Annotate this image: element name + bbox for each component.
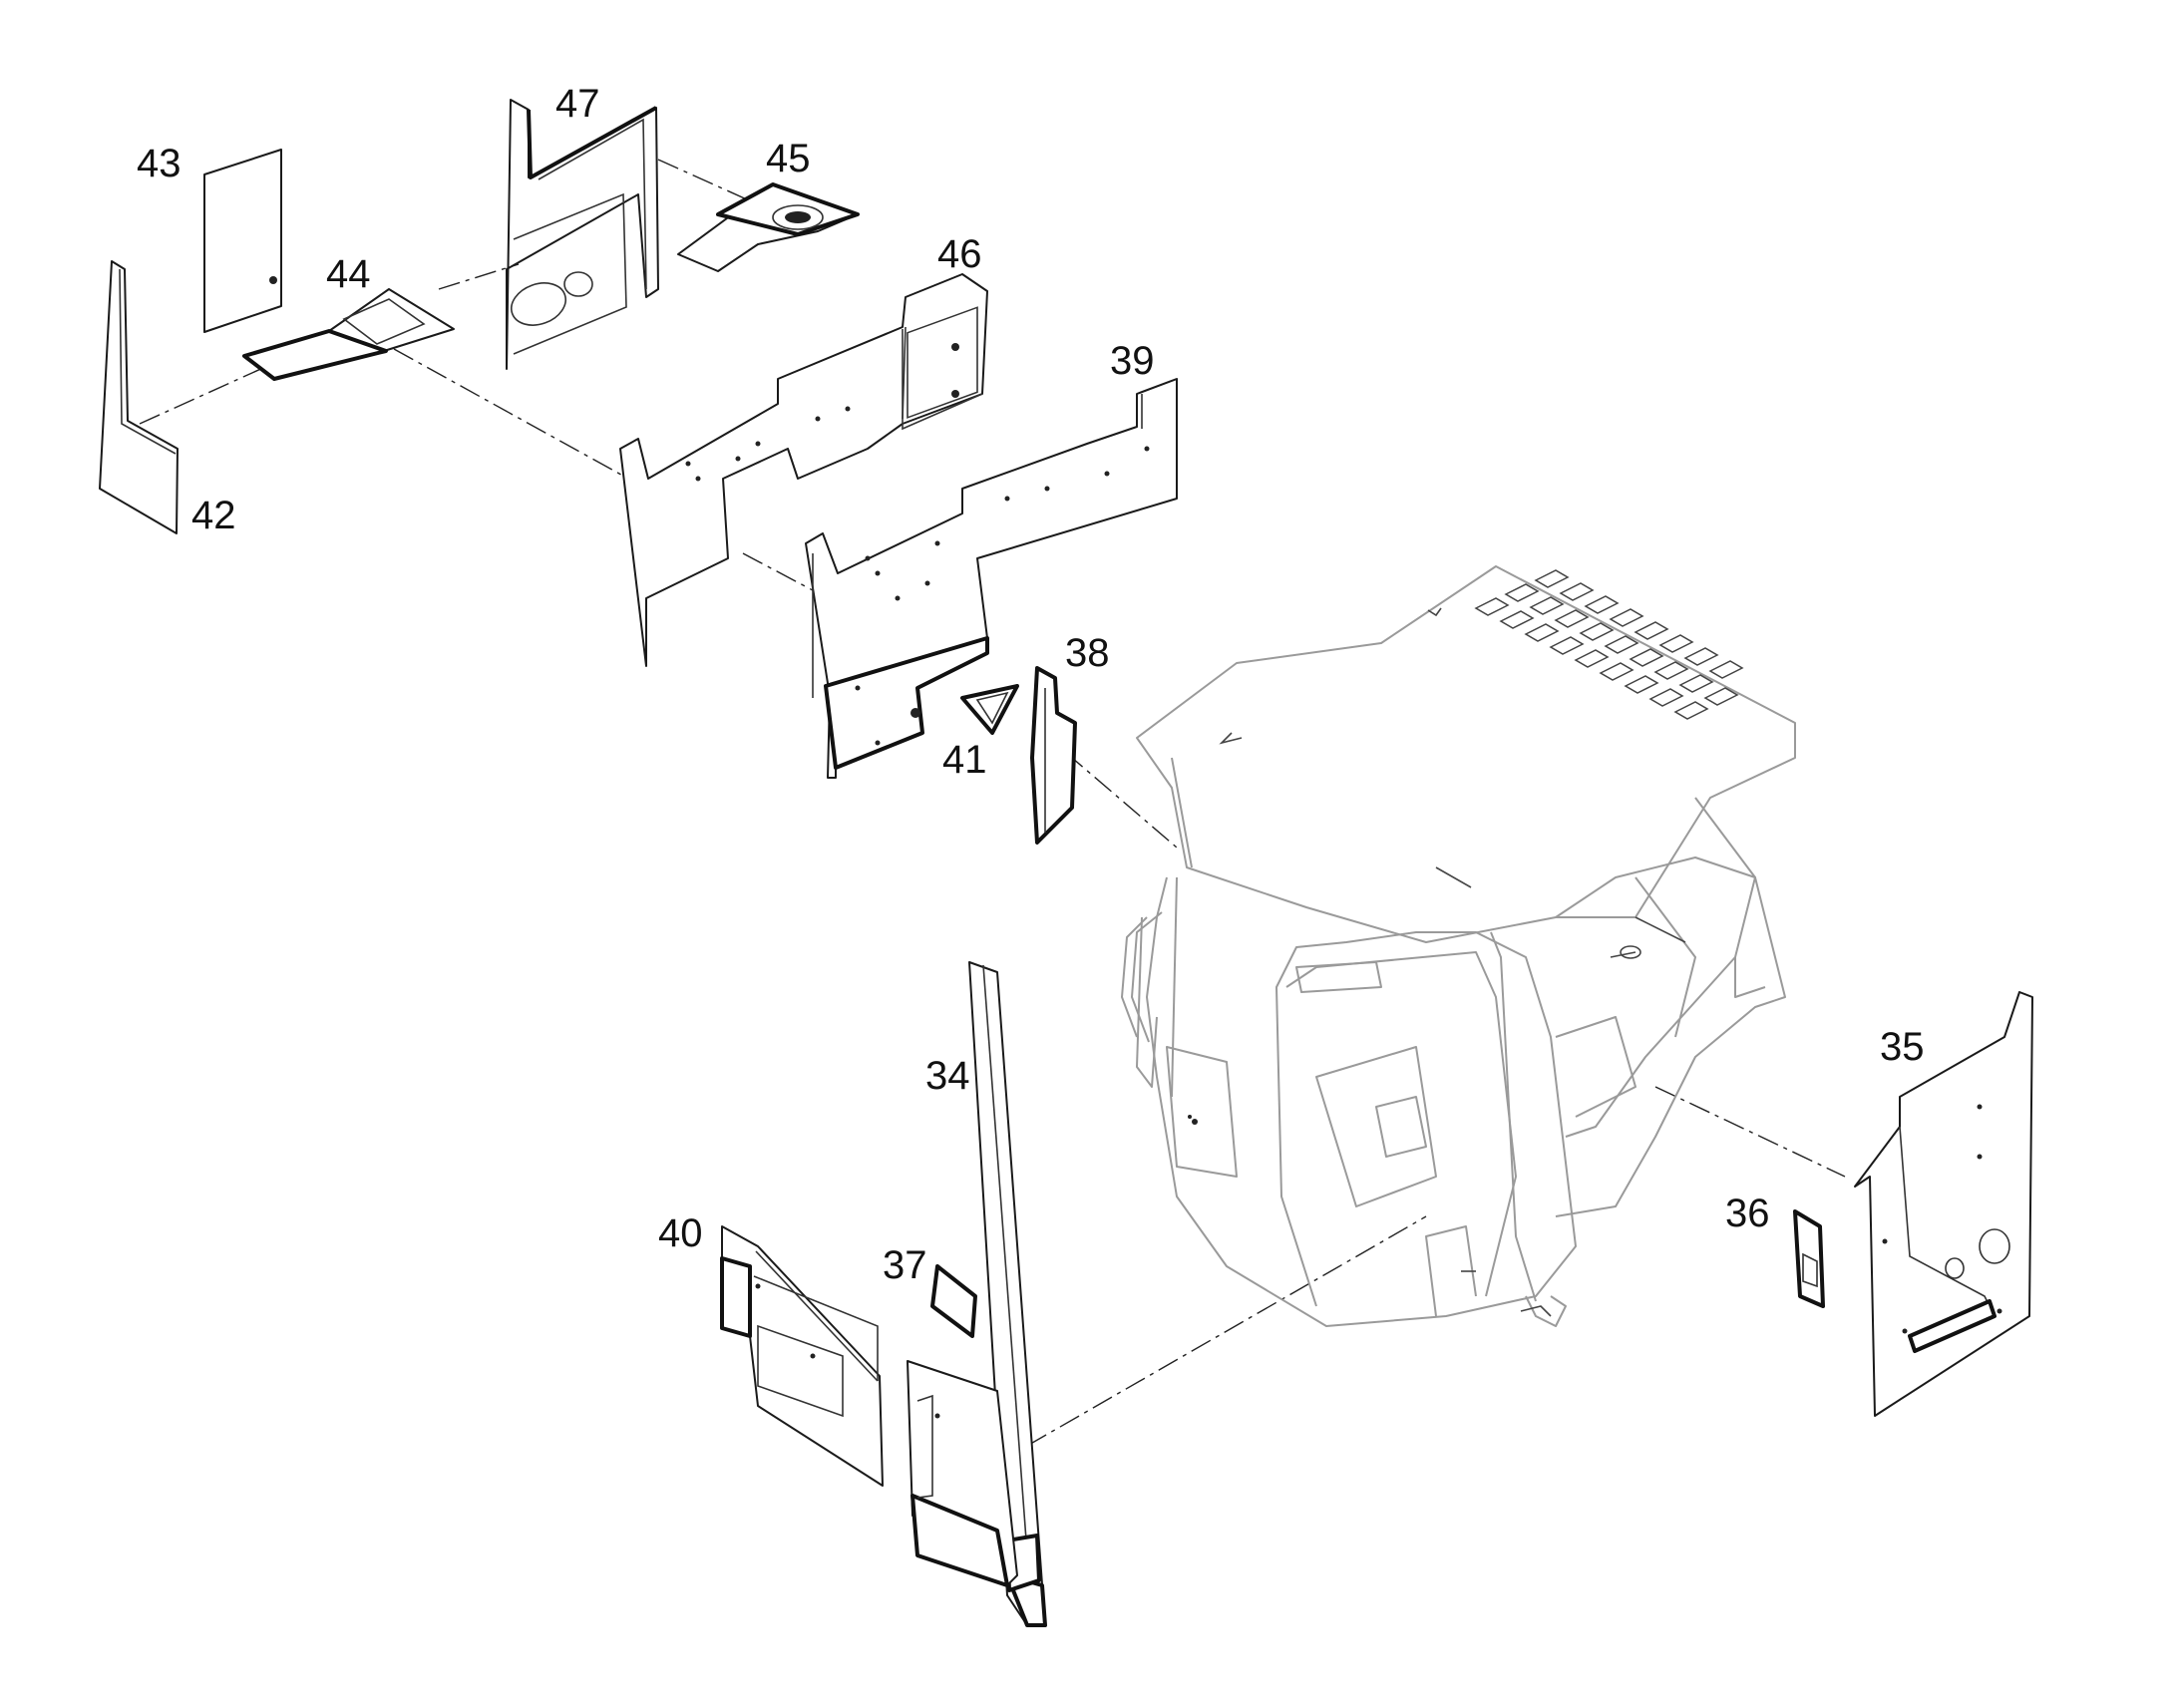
- callout-35: 35: [1880, 1025, 1925, 1069]
- part-37-small-plate: [930, 1264, 977, 1338]
- callout-42: 42: [191, 494, 236, 537]
- callout-40: 40: [658, 1211, 703, 1255]
- callout-43: 43: [137, 142, 182, 185]
- roof-grille: [1474, 569, 1744, 720]
- part-46-floor-panel: [619, 273, 988, 667]
- callout-41: 41: [942, 738, 987, 782]
- part-40-side-panel: [720, 1225, 884, 1487]
- cabin-assembly: [1121, 565, 1796, 1327]
- part-47-panel: [506, 99, 659, 370]
- part-43-panel: [203, 149, 282, 333]
- callout-34: 34: [925, 1054, 970, 1098]
- part-42-side-panel: [99, 260, 179, 534]
- part-45-plate: [677, 182, 860, 272]
- callout-labels: 34 35 36 37 38 39 40 41 42 43 44 45 46 4…: [137, 82, 1925, 1287]
- callout-36: 36: [1725, 1192, 1770, 1235]
- part-34-pillar-panel: [968, 961, 1047, 1627]
- part-36-small-bracket: [1793, 1209, 1825, 1308]
- part-34-lower-panel: [907, 1360, 1018, 1587]
- callout-38: 38: [1065, 631, 1110, 675]
- part-39-bottom-edge: [824, 636, 989, 770]
- callout-44: 44: [326, 252, 371, 296]
- callout-37: 37: [883, 1243, 927, 1287]
- part-41-triangle: [960, 684, 1019, 735]
- callout-39: 39: [1110, 339, 1155, 383]
- callout-45: 45: [766, 137, 811, 180]
- part-44-plate: [242, 288, 455, 381]
- part-35-side-panel: [1854, 991, 2033, 1417]
- part-38-bracket: [1030, 666, 1077, 845]
- callout-47: 47: [555, 82, 600, 126]
- callout-46: 46: [937, 232, 982, 276]
